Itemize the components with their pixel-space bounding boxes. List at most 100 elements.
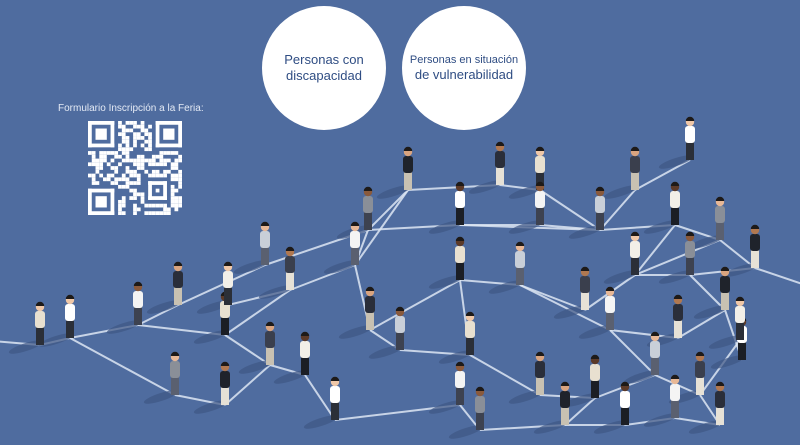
person-figure (605, 286, 615, 330)
person-shadow (428, 400, 464, 414)
person-figure (673, 294, 683, 338)
person-figure (590, 354, 600, 398)
person-figure (595, 186, 605, 230)
person-figure (330, 376, 340, 420)
network-line (519, 284, 611, 331)
person-figure (363, 186, 373, 230)
network-line (224, 364, 271, 406)
person-shadow (238, 360, 274, 374)
bubble-1-line-2: discapacidad (286, 68, 362, 83)
person-shadow (643, 413, 679, 427)
person-figure (535, 181, 545, 225)
person-figure (465, 311, 475, 355)
person-shadow (273, 370, 309, 384)
person-shadow (106, 320, 142, 334)
person-shadow (623, 370, 659, 384)
person-figure (735, 296, 745, 340)
person-figure (260, 221, 270, 265)
person-figure (630, 146, 640, 190)
person-figure (685, 231, 695, 275)
person-shadow (368, 345, 404, 359)
person-shadow (603, 185, 639, 199)
person-figure (455, 236, 465, 280)
person-shadow (8, 340, 44, 354)
person-figure (630, 231, 640, 275)
person-figure (395, 306, 405, 350)
person-shadow (710, 355, 746, 369)
person-figure (173, 261, 183, 305)
bubble-1-line-1: Personas con (284, 52, 364, 67)
network-line (367, 189, 409, 231)
network-line (224, 334, 271, 366)
person-shadow (708, 335, 744, 349)
people-figures (35, 116, 760, 430)
person-figure (455, 361, 465, 405)
person-figure (685, 116, 695, 160)
person-figure (265, 321, 275, 365)
person-figure (720, 266, 730, 310)
person-figure (495, 141, 505, 185)
network-line (519, 284, 586, 311)
person-shadow (146, 300, 182, 314)
network-line (69, 337, 176, 396)
bubble-2-line-1: Personas en situación (409, 54, 519, 66)
qr-code-icon[interactable] (88, 121, 182, 215)
person-shadow (578, 325, 614, 339)
person-shadow (693, 305, 729, 319)
network-line (304, 374, 336, 421)
person-figure (170, 351, 180, 395)
person-shadow (323, 260, 359, 274)
network-line (599, 189, 636, 231)
network-line (634, 159, 691, 191)
network-line (354, 189, 409, 266)
person-figure (365, 286, 375, 330)
person-shadow (438, 350, 474, 364)
network-line (677, 309, 726, 339)
person-shadow (563, 393, 599, 407)
bubble-personas-vulnerabilidad: Personas en situación de vulnerabilidad (402, 6, 526, 130)
person-figure (535, 351, 545, 395)
network-line (469, 354, 541, 396)
person-shadow (233, 260, 269, 274)
person-figure (650, 331, 660, 375)
person-figure (65, 294, 75, 338)
person-shadow (568, 225, 604, 239)
person-shadow (603, 270, 639, 284)
person-figure (350, 221, 360, 265)
qr-caption: Formulario Inscripción a la Feria: (58, 103, 204, 114)
person-shadow (508, 220, 544, 234)
person-figure (515, 241, 525, 285)
network-line (539, 189, 601, 231)
person-shadow (193, 400, 229, 414)
people-shadows (8, 155, 759, 439)
person-figure (403, 146, 413, 190)
person-shadow (428, 275, 464, 289)
person-shadow (723, 263, 759, 277)
network-line (369, 279, 461, 331)
person-figure (475, 386, 485, 430)
person-figure (300, 331, 310, 375)
person-shadow (643, 220, 679, 234)
person-figure (535, 146, 545, 190)
person-figure (133, 281, 143, 325)
person-shadow (688, 420, 724, 434)
person-shadow (303, 415, 339, 429)
person-shadow (593, 420, 629, 434)
person-figure (750, 224, 760, 268)
network-line (634, 224, 676, 276)
person-shadow (688, 235, 724, 249)
bubble-personas-con-discapacidad: Personas con discapacidad (262, 6, 386, 130)
person-shadow (508, 185, 544, 199)
person-figure (670, 181, 680, 225)
person-figure (695, 351, 705, 395)
person-shadow (193, 330, 229, 344)
person-figure (715, 196, 725, 240)
person-shadow (533, 420, 569, 434)
person-figure (35, 301, 45, 345)
person-figure (670, 374, 680, 418)
person-shadow (508, 390, 544, 404)
person-shadow (258, 285, 294, 299)
bubble-2-line-2: de vulnerabilidad (414, 67, 514, 82)
person-figure (620, 381, 630, 425)
person-figure (560, 381, 570, 425)
